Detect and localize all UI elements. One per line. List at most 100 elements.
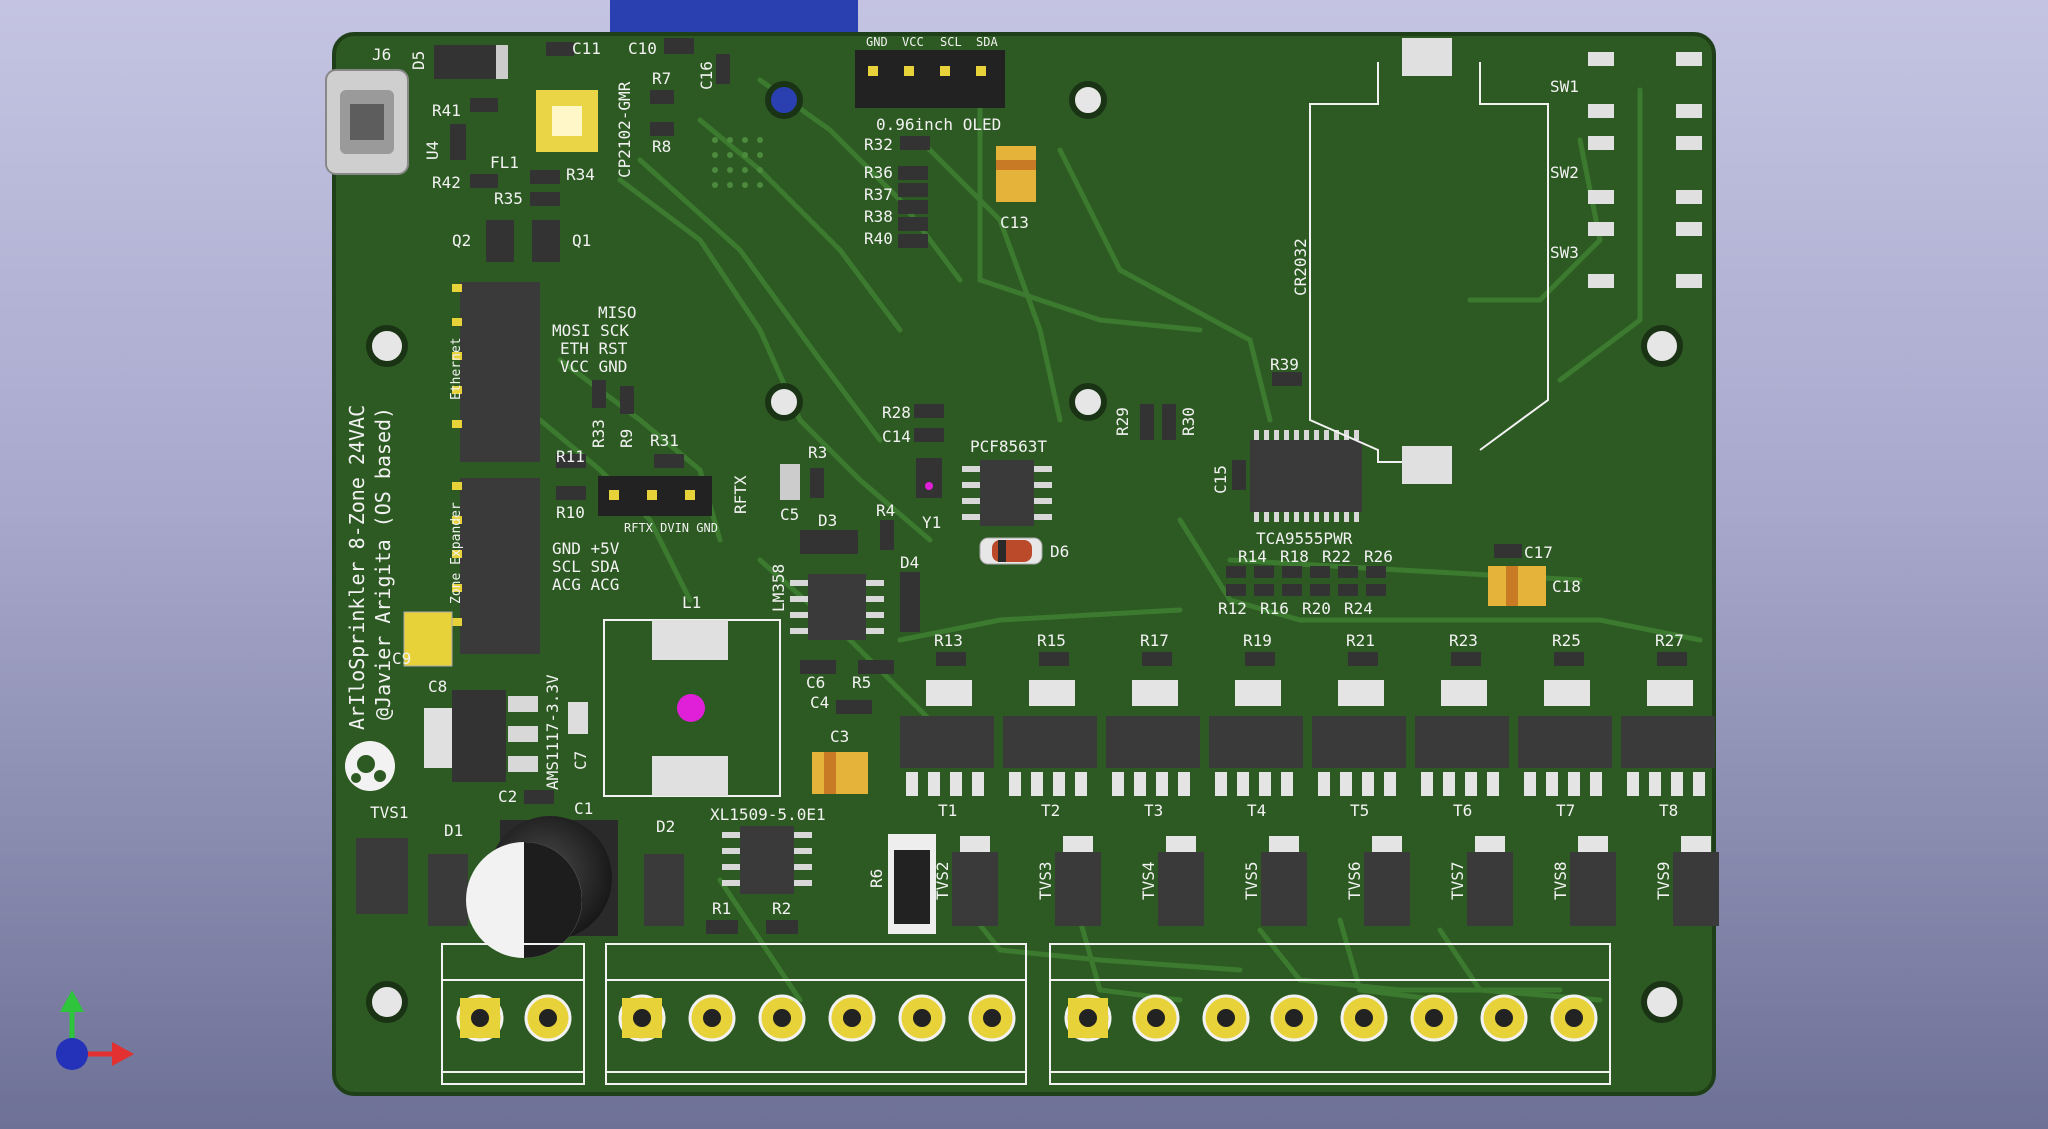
triac-tab	[1235, 680, 1281, 706]
ref-r29: R29	[1113, 407, 1132, 436]
resistor-r6-body	[894, 850, 930, 924]
ref-sw3: SW3	[1550, 243, 1579, 262]
triac-pin	[1524, 772, 1536, 796]
rftx-header	[598, 476, 712, 516]
tvs-pad	[1475, 836, 1505, 852]
ref-r15: R15	[1037, 631, 1066, 650]
ref-r23: R23	[1449, 631, 1478, 650]
oled-pin-gnd: GND	[866, 35, 888, 49]
ethernet-header-label: Ethernet	[449, 337, 464, 400]
ref-tvs9: TVS9	[1654, 861, 1673, 900]
ams1117-tab	[424, 708, 454, 768]
terminal-pad-hole	[843, 1009, 861, 1027]
ref-tvs3: TVS3	[1036, 861, 1055, 900]
rftx-label: RFTX	[731, 475, 750, 514]
oled-pin-scl: SCL	[940, 35, 962, 49]
ref-c14: C14	[882, 427, 911, 446]
triac-tab	[926, 680, 972, 706]
ref-c16: C16	[697, 61, 716, 90]
triac-pin	[1318, 772, 1330, 796]
triac-pin	[972, 772, 984, 796]
triac-pin	[1112, 772, 1124, 796]
triac-body	[1518, 716, 1612, 768]
triac-pin	[1237, 772, 1249, 796]
oled-header	[855, 50, 1005, 108]
ref-t7: T7	[1556, 801, 1575, 820]
triac-pin	[1134, 772, 1146, 796]
triac-body	[1003, 716, 1097, 768]
axis-gizmo	[56, 990, 134, 1070]
tvs-body	[1055, 852, 1101, 926]
inductor-marker	[677, 694, 705, 722]
ref-t1: T1	[938, 801, 957, 820]
ref-d2: D2	[656, 817, 675, 836]
terminal-pad-hole	[633, 1009, 651, 1027]
terminal-pad-hole	[983, 1009, 1001, 1027]
ref-c15: C15	[1211, 465, 1230, 494]
ref-d4: D4	[900, 553, 919, 572]
tvs-body	[1158, 852, 1204, 926]
resistor-r1	[706, 920, 738, 934]
ref-r38: R38	[864, 207, 893, 226]
ref-tvs5: TVS5	[1242, 861, 1261, 900]
tvs-pad	[1166, 836, 1196, 852]
logo-icon	[345, 741, 395, 791]
diode-d1	[428, 854, 468, 926]
triac-pin	[1421, 772, 1433, 796]
tvs-body	[952, 852, 998, 926]
triac-pin	[1487, 772, 1499, 796]
blue-via	[765, 81, 803, 119]
triac-pin	[1693, 772, 1705, 796]
ref-r33: R33	[589, 419, 608, 448]
ref-c13: C13	[1000, 213, 1029, 232]
terminal-pad-hole	[1495, 1009, 1513, 1027]
terminal-pad-hole	[703, 1009, 721, 1027]
tvs-body	[1467, 852, 1513, 926]
ref-r32: R32	[864, 135, 893, 154]
usb-connector-j6	[325, 69, 409, 175]
resistor-body	[1451, 652, 1481, 666]
ref-cr2032: CR2032	[1291, 238, 1310, 296]
ref-q2: Q2	[452, 231, 471, 250]
ref-c17: C17	[1524, 543, 1553, 562]
ref-r10: R10	[556, 503, 585, 522]
ref-c8: C8	[428, 677, 447, 696]
ref-u4: U4	[423, 141, 442, 160]
opamp-lm358	[790, 574, 884, 640]
buck-ic-xl1509	[722, 826, 812, 894]
triac-pin	[1178, 772, 1190, 796]
ref-r42: R42	[432, 173, 461, 192]
terminal-pad-hole	[1079, 1009, 1097, 1027]
small-components	[434, 38, 1546, 714]
triac-pin	[1156, 772, 1168, 796]
capacitor-c9	[403, 611, 453, 667]
triac-body	[1415, 716, 1509, 768]
ref-r36: R36	[864, 163, 893, 182]
triac-pin	[1340, 772, 1352, 796]
triac-pin	[1671, 772, 1683, 796]
ref-tvs6: TVS6	[1345, 861, 1364, 900]
ref-r17: R17	[1140, 631, 1169, 650]
ref-tvs8: TVS8	[1551, 861, 1570, 900]
ref-tvs1: TVS1	[370, 803, 409, 822]
ref-c3: C3	[830, 727, 849, 746]
terminal-block-zones	[1049, 943, 1611, 1085]
ref-tca9555pwr: TCA9555PWR	[1256, 529, 1353, 548]
tvs-body	[1364, 852, 1410, 926]
tvs-body	[1673, 852, 1719, 926]
triac-body	[1209, 716, 1303, 768]
ref-r11: R11	[556, 447, 585, 466]
ref-l1: L1	[682, 593, 701, 612]
triac-pin	[1649, 772, 1661, 796]
ref-t4: T4	[1247, 801, 1266, 820]
ref-r3: R3	[808, 443, 827, 462]
ref-r27: R27	[1655, 631, 1684, 650]
diode-d2	[644, 854, 684, 926]
triac-pin	[1590, 772, 1602, 796]
resistor-r2	[766, 920, 798, 934]
tactile-switches	[1588, 52, 1702, 288]
ref-r4: R4	[876, 501, 895, 520]
ref-c5: C5	[780, 505, 799, 524]
triac-drive-stage: R13T1TVS2R15T2TVS3R17T3TVS4R19T4TVS5R21T…	[900, 631, 1719, 926]
resistor-body	[936, 652, 966, 666]
